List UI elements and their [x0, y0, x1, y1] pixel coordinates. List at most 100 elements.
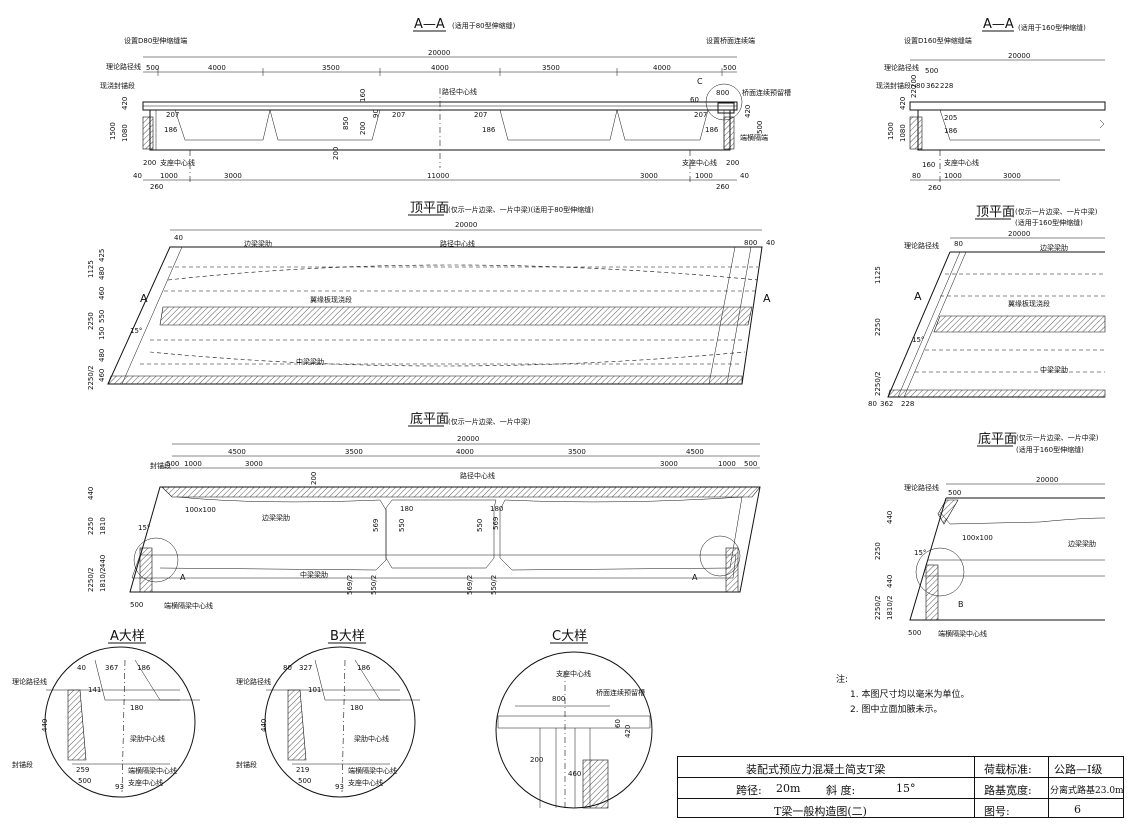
dim: 4000: [456, 448, 474, 456]
num: 80: [912, 172, 921, 180]
top-plan-160: 顶平面 (仅示一片边梁、一片中梁) (适用于160型伸缩缝) 20000 理论路…: [868, 205, 1106, 408]
num: 500: [78, 777, 91, 785]
dim: 1000: [160, 172, 178, 180]
section-aa-160-title: A—A: [983, 17, 1014, 32]
num: 1500: [109, 122, 117, 140]
num: 569/2: [466, 575, 474, 595]
dim: 4000: [653, 64, 671, 72]
num: 200: [143, 159, 156, 167]
num: 220: [910, 85, 918, 98]
num: 2250: [874, 318, 882, 336]
num: 180: [130, 704, 143, 712]
skew-value: 15°: [896, 782, 916, 795]
num: 160: [922, 161, 935, 169]
num: 425: [98, 249, 106, 262]
num: 2250/2: [87, 567, 95, 592]
num: 500: [130, 601, 143, 609]
aa160-theory-axis: 理论路径线: [884, 63, 919, 72]
right-end-label: 设置桥面连续端: [706, 36, 755, 45]
dim: 500: [166, 460, 179, 468]
num: 186: [164, 126, 178, 134]
num: 500: [925, 67, 938, 75]
dim: 4000: [431, 64, 449, 72]
bot80-total: 20000: [457, 435, 479, 443]
num: 569/2: [346, 575, 354, 595]
num: 367: [105, 664, 118, 672]
num: 550/2: [370, 575, 378, 595]
bot160-note: (仅示一片边梁、一片中梁): [1016, 433, 1099, 442]
detail-b-diaphragm: 端横隔梁中心线: [348, 766, 397, 775]
num: 1125: [874, 266, 882, 284]
detail-a-title: A大样: [110, 629, 145, 644]
num: 160: [359, 89, 367, 102]
top160-mid-rib: 中梁梁肋: [1040, 365, 1068, 374]
num: 440: [260, 719, 268, 732]
num: 219: [296, 766, 309, 774]
aa80-bot-dims: 40 1000 3000 11000 3000 1000 40: [133, 172, 749, 180]
num: 550: [476, 519, 484, 532]
num: 3000: [1003, 172, 1021, 180]
drawing-name: T梁一般构造图(二): [774, 805, 867, 818]
top80-total: 20000: [455, 221, 477, 229]
section-aa-80: A—A (适用于80型伸缩缝) 设置D80型伸缩缝端 设置桥面连续端 20000…: [100, 17, 791, 191]
num: 850: [342, 117, 350, 130]
num: 420: [624, 725, 632, 738]
sheet-value: 6: [1074, 803, 1081, 816]
num: 200: [332, 147, 340, 160]
num: 207: [474, 111, 487, 119]
notes-heading: 注:: [836, 675, 849, 685]
bot160-total: 20000: [1036, 476, 1058, 484]
top160-title: 顶平面: [976, 205, 1015, 220]
dim: 4500: [686, 448, 704, 456]
dim: 1000: [184, 460, 202, 468]
aa80-anchor-seg: 现浇封锚段: [100, 81, 135, 90]
span-value: 20m: [776, 782, 801, 795]
num: 93: [115, 783, 124, 791]
detail-a-diaphragm: 端横隔梁中心线: [128, 766, 177, 775]
num: 260: [928, 184, 941, 192]
dim: 3500: [568, 448, 586, 456]
detail-a-support: 支座中心线: [128, 778, 163, 787]
detail-b-anchor-seg: 封锚段: [236, 760, 257, 769]
left-end-label: 设置D80型伸缩缝端: [124, 36, 187, 45]
top160-flange-cast: 翼缘板现浇段: [1008, 299, 1050, 308]
num: 440: [886, 511, 894, 524]
top160-a: A: [914, 290, 922, 303]
top-plan-80: 顶平面 (仅示一片边梁、一片中梁)(适用于80型伸缩缝) 20000 40 80…: [87, 201, 775, 390]
dim: 3000: [640, 172, 658, 180]
top80-flange-cast: 翼缘板现浇段: [310, 295, 352, 304]
num: 440: [99, 555, 107, 568]
bot160-edge-rib: 边梁梁肋: [1068, 539, 1096, 548]
num: 93: [335, 783, 344, 791]
detail-c: C大样 800 200 460 60 420 支座中心线 桥面连续预留槽: [495, 629, 653, 809]
top80-mid-rib: 中梁梁肋: [296, 357, 324, 366]
num: 1810/2: [886, 595, 894, 620]
num: 569: [372, 519, 380, 532]
bottom-plan-80: 底平面 (仅示一片边梁、一片中梁) 20000 4500 3500 4000 3…: [87, 411, 761, 610]
bot80-a2: A: [692, 573, 698, 582]
num: 1080: [121, 124, 129, 142]
num: 550: [98, 310, 106, 323]
num: 207: [166, 111, 179, 119]
num: 500: [948, 489, 961, 497]
dim: 3500: [345, 448, 363, 456]
detail-b: B大样 80 327 186 101 180 219 500 93 440 理论…: [236, 629, 420, 798]
num: 500: [298, 777, 311, 785]
top160-edge-rib: 边梁梁肋: [1040, 243, 1068, 252]
num: 80: [283, 664, 292, 672]
aa80-deck-groove: 桥面连续预留槽: [742, 88, 791, 97]
dim: 3500: [542, 64, 560, 72]
num: 2250/2: [874, 595, 882, 620]
num: 186: [357, 664, 371, 672]
num: 1810: [99, 517, 107, 535]
num: 1125: [87, 260, 95, 278]
bot80-title: 底平面: [410, 411, 449, 427]
bot80-road-center: 路径中心线: [460, 471, 495, 480]
num: 80: [916, 82, 925, 90]
num: 200: [359, 122, 367, 135]
num: 800: [744, 239, 757, 247]
load-value: 公路—I级: [1054, 763, 1103, 776]
num: 500: [908, 629, 921, 637]
bot80-end-diaphragm: 端横隔梁中心线: [164, 601, 213, 610]
